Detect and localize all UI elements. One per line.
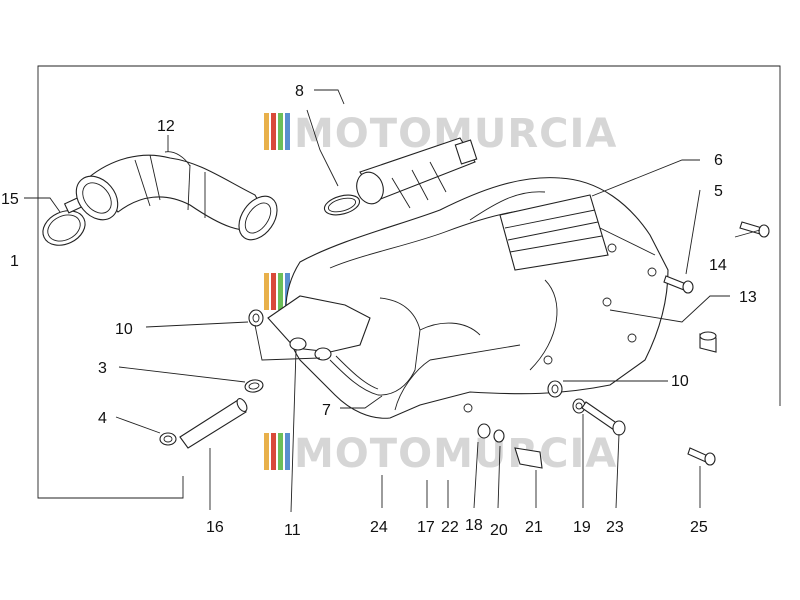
gasket-7 <box>329 297 421 396</box>
callout-23: 23 <box>606 519 624 536</box>
callout-13: 13 <box>739 289 757 306</box>
callout-11: 11 <box>284 522 301 539</box>
cover-plate-11 <box>267 295 371 361</box>
bracket-21 <box>514 447 543 469</box>
callout-10-upper: 10 <box>115 321 133 338</box>
callout-6: 6 <box>714 152 723 169</box>
callout-18: 18 <box>465 517 483 534</box>
callout-1: 1 <box>10 253 19 270</box>
leader-lines <box>24 89 761 513</box>
washer-10-lower <box>547 380 563 398</box>
washer-10-upper <box>248 309 264 327</box>
spacer-13 <box>699 331 717 353</box>
callout-25: 25 <box>690 519 708 536</box>
callout-5: 5 <box>714 183 723 200</box>
callout-3: 3 <box>98 360 107 377</box>
hose-clamp-15 <box>42 196 86 246</box>
watermark-bottom: MOTOMURCIA <box>264 431 617 477</box>
screw-5 <box>663 275 694 294</box>
callout-8: 8 <box>295 83 304 100</box>
callout-10-lower: 10 <box>671 373 689 390</box>
screw-25 <box>687 447 716 466</box>
assembly-bracket <box>37 65 781 499</box>
drain-tube-16 <box>179 398 248 449</box>
clamp-3 <box>244 379 264 393</box>
callout-17: 17 <box>417 519 435 536</box>
clip-20 <box>493 429 505 443</box>
callout-4: 4 <box>98 410 107 427</box>
callout-16: 16 <box>206 519 224 536</box>
watermark-text: MOTOMURCIA <box>294 431 617 477</box>
callout-15: 15 <box>1 191 19 208</box>
callout-20: 20 <box>490 522 508 539</box>
bolt-23 <box>581 401 626 436</box>
callout-19: 19 <box>573 519 591 536</box>
callout-22: 22 <box>441 519 459 536</box>
air-box-housing-6 <box>285 177 669 419</box>
callout-labels: 1 15 12 8 6 5 14 13 10 3 4 7 10 16 11 24… <box>1 83 757 539</box>
callout-12: 12 <box>157 118 175 135</box>
callout-21: 21 <box>525 519 543 536</box>
filter-element-8 <box>323 137 478 216</box>
intake-duct-12 <box>75 151 278 241</box>
callout-7: 7 <box>322 402 331 419</box>
washer-18 <box>477 423 491 439</box>
callout-24: 24 <box>370 519 388 536</box>
callout-14: 14 <box>709 257 727 274</box>
clamp-4 <box>159 432 177 446</box>
